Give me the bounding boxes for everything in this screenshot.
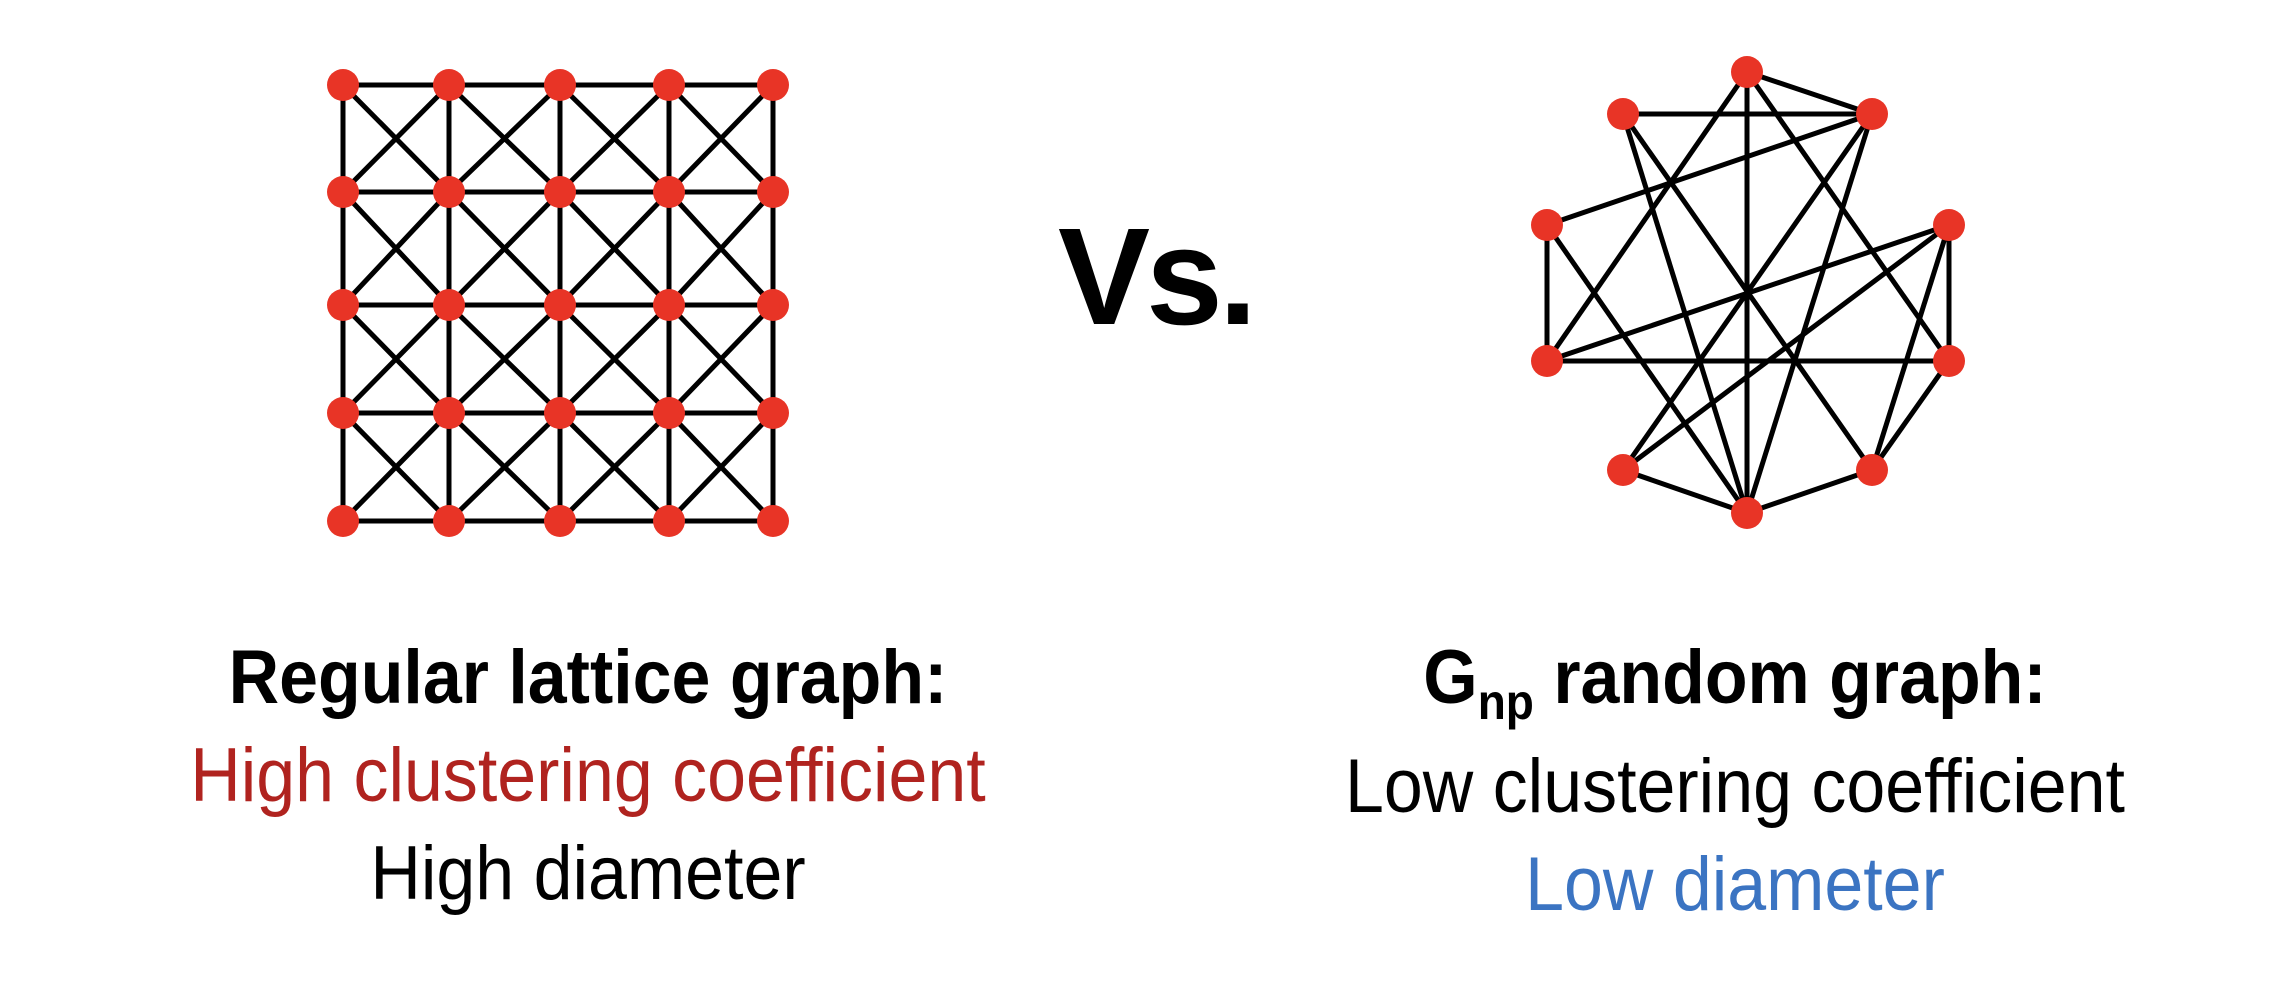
- graph-edge: [558, 411, 671, 523]
- graph-edge: [1544, 223, 1750, 515]
- graph-edge: [341, 190, 451, 307]
- graph-edge: [1622, 467, 1748, 516]
- random-clustering-text: Low clustering coefficient: [1345, 744, 2125, 829]
- random-title-g: G: [1423, 635, 1478, 720]
- random-title: Gnp random graph:: [1275, 640, 2195, 730]
- graph-node: [433, 69, 465, 101]
- graph-node: [757, 397, 789, 429]
- lattice-caption: Regular lattice graph: High clustering c…: [88, 640, 1088, 912]
- graph-edge: [341, 411, 451, 523]
- graph-edge: [558, 83, 671, 194]
- graph-edge: [558, 190, 671, 307]
- graph-node: [544, 289, 576, 321]
- graph-node: [653, 69, 685, 101]
- graph-node: [327, 505, 359, 537]
- graph-node: [757, 505, 789, 537]
- graph-edge: [447, 190, 562, 307]
- graph-edge: [1544, 70, 1750, 363]
- graph-node: [1531, 345, 1563, 377]
- random-caption: Gnp random graph: Low clustering coeffic…: [1235, 640, 2235, 923]
- lattice-graph-nodes: [327, 69, 789, 537]
- versus-label: Vs.: [1058, 200, 1257, 354]
- lattice-title: Regular lattice graph:: [228, 635, 948, 720]
- graph-node: [544, 397, 576, 429]
- graph-edge: [447, 303, 562, 415]
- graph-edge: [1869, 224, 1952, 471]
- graph-node: [327, 69, 359, 101]
- graph-edge: [1746, 467, 1873, 516]
- graph-edge: [1546, 111, 1873, 228]
- graph-node: [757, 176, 789, 208]
- graph-node: [653, 397, 685, 429]
- graph-node: [433, 397, 465, 429]
- graph-edge: [1744, 113, 1875, 514]
- graph-node: [327, 176, 359, 208]
- graph-edge: [667, 190, 775, 307]
- graph-node: [1856, 98, 1888, 130]
- graph-node: [653, 176, 685, 208]
- graph-node: [433, 505, 465, 537]
- graph-node: [327, 289, 359, 321]
- graph-edge: [341, 303, 451, 415]
- graph-node: [757, 69, 789, 101]
- graph-edge: [1546, 222, 1950, 364]
- graph-node: [544, 176, 576, 208]
- graph-node: [433, 289, 465, 321]
- graph-node: [1607, 454, 1639, 486]
- graph-edge: [447, 83, 562, 194]
- graph-node: [544, 69, 576, 101]
- graph-node: [653, 505, 685, 537]
- lattice-diameter-text: High diameter: [370, 831, 806, 916]
- random-graph-edges: [1544, 69, 1952, 516]
- random-diameter-text: Low diameter: [1525, 842, 1945, 927]
- lattice-graph-edges: [340, 82, 776, 524]
- graph-edge: [667, 83, 775, 194]
- graph-node: [433, 176, 465, 208]
- graph-node: [544, 505, 576, 537]
- graph-node: [653, 289, 685, 321]
- random-title-rest: random graph:: [1533, 635, 2047, 720]
- graph-edge: [558, 303, 671, 415]
- graph-node: [1856, 454, 1888, 486]
- graph-node: [1531, 209, 1563, 241]
- random-title-subscript: np: [1477, 674, 1534, 730]
- graph-edge: [667, 303, 775, 415]
- graph-node: [1933, 345, 1965, 377]
- graph-edge: [667, 411, 775, 523]
- graph-edge: [1621, 223, 1951, 472]
- graph-node: [757, 289, 789, 321]
- graph-node: [1933, 209, 1965, 241]
- graph-node: [1731, 497, 1763, 529]
- graph-edge: [1746, 69, 1873, 117]
- graph-node: [1731, 56, 1763, 88]
- graph-edge: [447, 411, 562, 523]
- graph-edge: [1869, 359, 1952, 472]
- graph-node: [327, 397, 359, 429]
- graph-node: [1607, 98, 1639, 130]
- lattice-clustering-text: High clustering coefficient: [190, 733, 986, 818]
- random-graph-nodes: [1531, 56, 1965, 529]
- graph-edge: [1744, 70, 1952, 363]
- graph-edge: [341, 83, 451, 194]
